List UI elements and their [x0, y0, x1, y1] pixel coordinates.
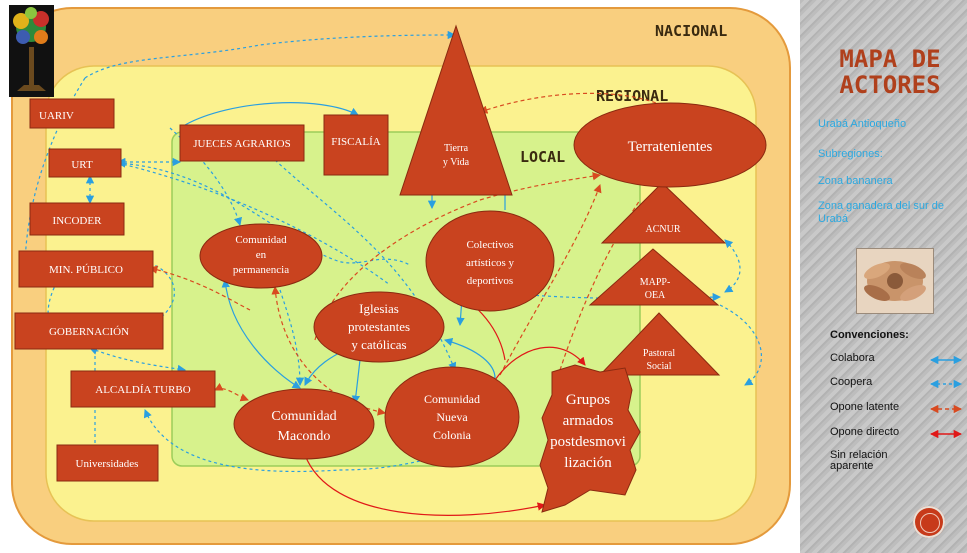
svg-text:artísticos y: artísticos y — [466, 257, 514, 269]
svg-text:OEA: OEA — [645, 290, 666, 301]
relation-oppose-latent — [214, 382, 249, 402]
local-label: LOCAL — [520, 148, 565, 166]
relation-cooperate — [117, 162, 391, 286]
relation-oppose-latent — [148, 265, 251, 311]
relation-cooperate — [143, 409, 511, 473]
svg-text:Iglesias: Iglesias — [359, 301, 399, 316]
svg-text:Terratenientes: Terratenientes — [628, 139, 713, 155]
svg-text:Comunidad: Comunidad — [235, 234, 287, 246]
svg-text:Macondo: Macondo — [278, 429, 331, 444]
actor-mapp-oea[interactable]: MAPP- OEA — [588, 248, 720, 306]
actor-incoder[interactable]: INCODER — [29, 202, 125, 236]
region-text: Subregiones: — [818, 148, 883, 160]
actor-map: NACIONAL REGIONAL LOCAL — [11, 7, 791, 545]
svg-text:MAPP-: MAPP- — [640, 277, 671, 288]
svg-text:en: en — [256, 249, 267, 261]
svg-text:Grupos: Grupos — [566, 392, 610, 408]
actor-pastoral-social[interactable]: Pastoral Social — [598, 312, 721, 376]
svg-text:Comunidad: Comunidad — [271, 409, 336, 424]
svg-text:MIN. PÚBLICO: MIN. PÚBLICO — [49, 264, 123, 276]
region-text: Zona bananera — [818, 175, 893, 187]
svg-text:JUECES AGRARIOS: JUECES AGRARIOS — [193, 138, 291, 150]
actor-tierra-y-vida[interactable]: Tierra y Vida — [399, 24, 513, 196]
actor-grupos-armados[interactable]: Grupos armados postdesmovi lización — [539, 364, 641, 513]
logo — [9, 5, 54, 97]
relation-collaborate — [184, 102, 359, 126]
svg-text:URT: URT — [71, 159, 93, 171]
convention-label: Colabora — [830, 352, 875, 364]
svg-text:Colonia: Colonia — [433, 428, 472, 442]
convention-label: Coopera — [830, 376, 873, 388]
convention-label: Opone directo — [830, 426, 900, 438]
svg-text:Colectivos: Colectivos — [466, 239, 513, 251]
relation-oppose-direct — [494, 346, 586, 381]
svg-text:FISCALÍA: FISCALÍA — [331, 136, 381, 148]
page-title: MAPA DE ACTORES — [815, 46, 965, 98]
conventions-legend — [929, 355, 963, 439]
svg-text:UARIV: UARIV — [39, 110, 74, 122]
relation-cooperate — [529, 292, 722, 302]
national-label: NACIONAL — [655, 22, 727, 40]
actor-gobernacion[interactable]: GOBERNACIÓN — [14, 312, 164, 350]
svg-text:lización: lización — [564, 455, 612, 471]
svg-text:ALCALDÍA TURBO: ALCALDÍA TURBO — [95, 384, 190, 396]
svg-text:Universidades: Universidades — [76, 458, 139, 470]
svg-text:Nueva: Nueva — [436, 410, 468, 424]
region-text: Urabá Antioqueño — [818, 118, 907, 130]
page-title-line: MAPA DE — [839, 45, 941, 73]
svg-text:armados: armados — [563, 413, 614, 429]
actor-uariv[interactable]: UARIV — [29, 98, 115, 129]
conventions-title: Convenciones: — [830, 329, 909, 341]
svg-text:INCODER: INCODER — [53, 215, 103, 227]
svg-text:GOBERNACIÓN: GOBERNACIÓN — [49, 326, 129, 338]
svg-text:protestantes: protestantes — [348, 319, 410, 334]
page-title-line: ACTORES — [839, 71, 941, 99]
actor-alcaldia-turbo[interactable]: ALCALDÍA TURBO — [70, 370, 216, 408]
relation-cooperate — [84, 30, 457, 79]
actor-urt[interactable]: URT — [48, 148, 122, 178]
relation-oppose-latent — [499, 184, 602, 376]
svg-text:ACNUR: ACNUR — [645, 224, 680, 235]
actor-iglesias[interactable]: Iglesias protestantes y católicas — [313, 291, 445, 363]
relation-cooperate — [724, 239, 741, 293]
actor-terratenientes[interactable]: Terratenientes — [573, 102, 767, 188]
relation-oppose-direct — [304, 454, 547, 516]
actor-comunidad-nueva-colonia[interactable]: Comunidad Nueva Colonia — [384, 366, 520, 468]
svg-text:y católicas: y católicas — [351, 337, 406, 352]
svg-text:Comunidad: Comunidad — [424, 392, 480, 406]
convention-label: Sin relación aparente — [830, 449, 888, 472]
svg-text:Social: Social — [647, 361, 672, 372]
convention-label: Opone latente — [830, 401, 900, 413]
actor-acnur[interactable]: ACNUR — [600, 182, 727, 244]
svg-text:deportivos: deportivos — [467, 275, 513, 287]
region-text: Zona ganadera del sur de Urabá — [818, 200, 944, 225]
next-slide-button[interactable] — [913, 506, 945, 538]
relation-cooperate — [719, 304, 763, 386]
regional-label: REGIONAL — [596, 87, 668, 105]
svg-text:y Vida: y Vida — [443, 157, 470, 168]
actor-jueces-agrarios[interactable]: JUECES AGRARIOS — [179, 124, 305, 162]
actor-comunidad-permanencia[interactable]: Comunidad en permanencia — [199, 223, 323, 289]
actor-fiscalia[interactable]: FISCALÍA — [323, 114, 389, 176]
relation-collaborate — [443, 337, 496, 379]
hands-photo — [856, 248, 934, 314]
svg-text:permanencia: permanencia — [233, 264, 289, 276]
actor-colectivos[interactable]: Colectivos artísticos y deportivos — [425, 210, 555, 312]
actor-min-publico[interactable]: MIN. PÚBLICO — [18, 250, 154, 288]
svg-text:postdesmovi: postdesmovi — [550, 434, 626, 450]
svg-text:Pastoral: Pastoral — [643, 348, 675, 359]
relation-oppose-latent — [479, 92, 671, 114]
actor-comunidad-macondo[interactable]: Comunidad Macondo — [233, 388, 375, 460]
svg-text:Tierra: Tierra — [444, 143, 469, 154]
relation-oppose-latent — [314, 172, 602, 341]
actor-universidades[interactable]: Universidades — [56, 444, 159, 482]
